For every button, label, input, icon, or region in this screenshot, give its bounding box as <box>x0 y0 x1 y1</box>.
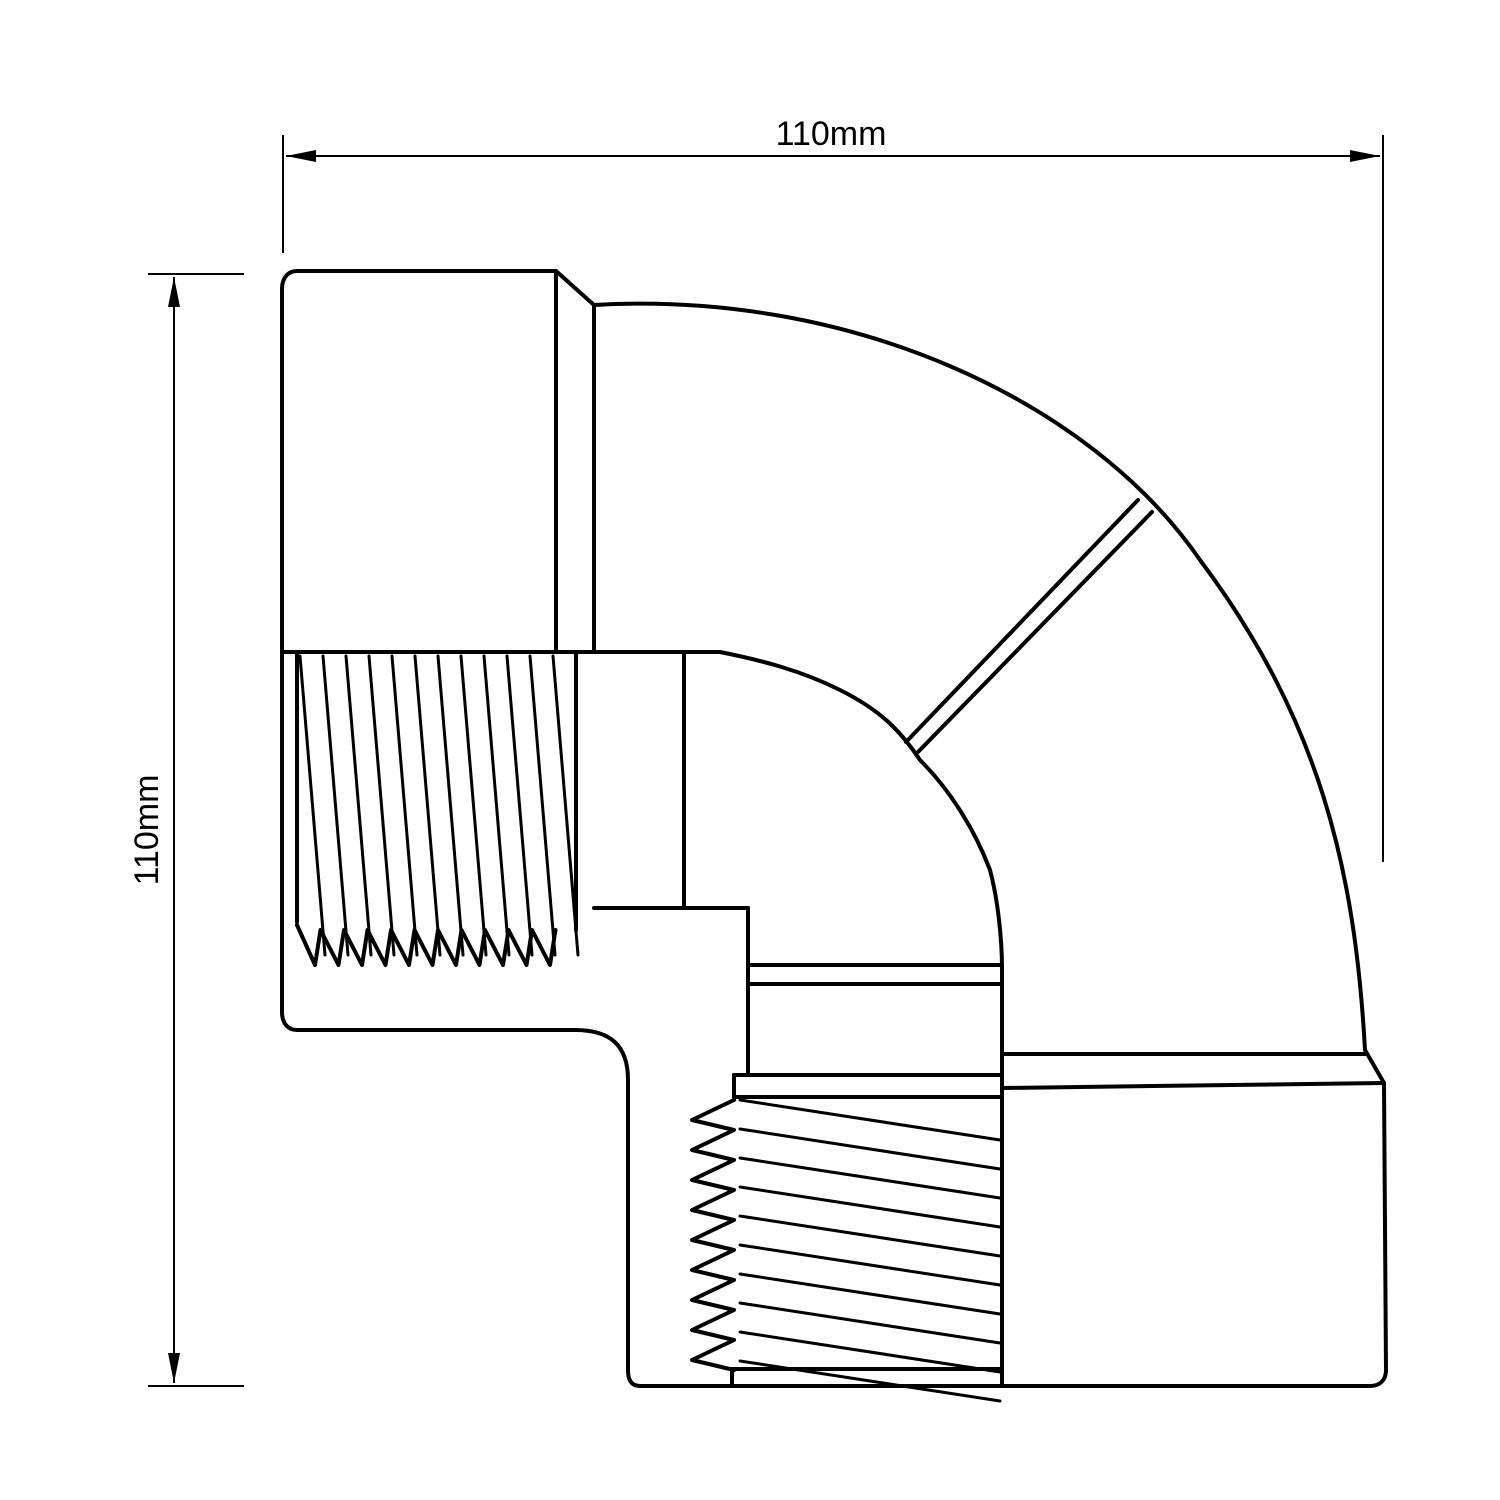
male-thread-line <box>738 1098 1002 1142</box>
width-label: 110mm <box>776 115 887 153</box>
female-thread-line <box>505 654 534 957</box>
height-arrow-top-icon <box>168 277 180 307</box>
female-thread-line <box>390 654 419 957</box>
elbow-body <box>280 269 1388 1403</box>
male-thread-line <box>738 1127 1002 1171</box>
female-thread-line <box>344 654 373 957</box>
female-thread-line <box>413 654 442 957</box>
male-thread-hatching <box>738 1098 1002 1403</box>
male-thread-line <box>738 1272 1002 1316</box>
female-thread-hatching <box>298 654 580 957</box>
height-dimension: 110mm <box>128 273 244 1387</box>
female-thread-line <box>551 654 580 957</box>
inner-bore-outline <box>592 650 1004 970</box>
female-thread-teeth <box>295 923 558 967</box>
male-thread-line <box>738 1359 1002 1403</box>
male-thread-line <box>738 1214 1002 1258</box>
female-thread-line <box>367 654 396 957</box>
elbow-outer-outline <box>280 269 1388 1388</box>
female-thread-line <box>528 654 557 957</box>
female-thread-line <box>482 654 511 957</box>
male-thread-tooth-profile <box>690 1098 736 1372</box>
female-thread-line <box>298 654 327 957</box>
width-arrow-left-icon <box>286 150 316 162</box>
width-dimension: 110mm <box>282 115 1384 862</box>
width-arrow-right-icon <box>1350 150 1380 162</box>
bend-seam-line-a <box>904 498 1140 744</box>
bottom-collar-chamfer-edge <box>1000 1081 1386 1090</box>
female-thread-line <box>459 654 488 957</box>
male-thread-teeth <box>690 1098 736 1372</box>
female-thread-line <box>436 654 465 957</box>
height-arrow-bottom-icon <box>168 1353 180 1383</box>
height-label: 110mm <box>128 775 166 886</box>
female-thread-line <box>321 654 350 957</box>
male-thread-line <box>738 1330 1002 1374</box>
bend-seam-line-b <box>916 510 1154 754</box>
male-thread-line <box>738 1156 1002 1200</box>
female-thread-tooth-profile <box>295 923 558 967</box>
male-thread-line <box>738 1301 1002 1345</box>
male-thread-line <box>738 1243 1002 1287</box>
male-thread-line <box>738 1185 1002 1229</box>
